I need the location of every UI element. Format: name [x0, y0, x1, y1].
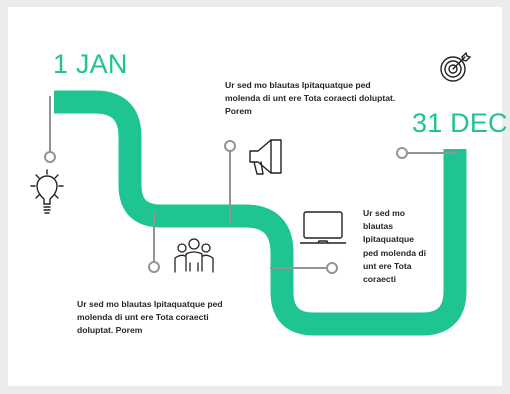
timeline-road [54, 90, 467, 336]
connector-dot-start [44, 151, 56, 163]
connector-dot-top-note [224, 140, 236, 152]
lightbulb-icon [30, 169, 64, 214]
connector-dot-bottom-note [148, 261, 160, 273]
timeline-end-label: 31 DEC [412, 108, 508, 138]
connector-dot-right-note [326, 262, 338, 274]
note-right: Ur sed mo blautas Ipitaquatque ped molen… [363, 208, 427, 285]
timeline-start-label: 1 JAN [53, 49, 128, 79]
connector-dot-end [396, 147, 408, 159]
team-icon [174, 238, 214, 273]
note-bottom: Ur sed mo blautas Ipitaquatque ped molen… [77, 299, 223, 336]
target-icon [440, 51, 472, 82]
laptop-icon [300, 211, 346, 244]
megaphone-icon [249, 139, 282, 175]
note-top: Ur sed mo blautas Ipitaquatque ped molen… [225, 80, 396, 117]
